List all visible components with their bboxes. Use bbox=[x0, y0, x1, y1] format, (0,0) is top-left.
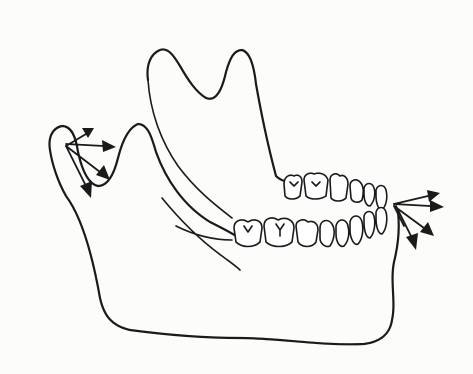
near-molar-1 bbox=[234, 220, 262, 247]
incisor-arrow-up-right bbox=[394, 196, 428, 204]
condyle-force-arrows bbox=[66, 128, 116, 198]
near-canine bbox=[350, 216, 363, 244]
condyle-arrow-right bbox=[66, 144, 104, 146]
far-premolar-1 bbox=[350, 180, 363, 202]
near-premolar-2 bbox=[336, 220, 349, 246]
near-molar-3 bbox=[296, 220, 318, 247]
near-teeth-row bbox=[234, 208, 387, 247]
far-teeth-row bbox=[284, 173, 387, 210]
condyle-arrow-down-head bbox=[80, 181, 92, 198]
condyle-arrow-right-head bbox=[102, 140, 116, 152]
near-incisor-1 bbox=[364, 212, 375, 239]
condyle-arrow-down-right-head bbox=[96, 165, 110, 180]
far-molar-1 bbox=[284, 175, 302, 199]
incisor-force-arrows bbox=[394, 190, 444, 250]
incisor-arrow-down-right-head bbox=[420, 222, 434, 236]
far-ramus-front-edge bbox=[148, 80, 232, 218]
incisor-arrow-right bbox=[394, 204, 430, 206]
near-molar-2 bbox=[264, 218, 294, 247]
oblique-ridge-line bbox=[162, 198, 240, 270]
far-canine bbox=[376, 186, 387, 211]
near-premolar-1 bbox=[320, 221, 334, 247]
far-molar-3 bbox=[330, 174, 348, 201]
near-incisor-2 bbox=[376, 208, 387, 235]
far-premolar-2 bbox=[364, 184, 375, 207]
far-ramus-outline bbox=[148, 49, 301, 181]
incisor-arrow-right-head bbox=[430, 200, 444, 212]
incisor-arrow-down-head bbox=[406, 233, 418, 250]
condyle-arrow-up-head bbox=[82, 128, 94, 138]
incisor-arrow-up-right-head bbox=[427, 190, 440, 202]
